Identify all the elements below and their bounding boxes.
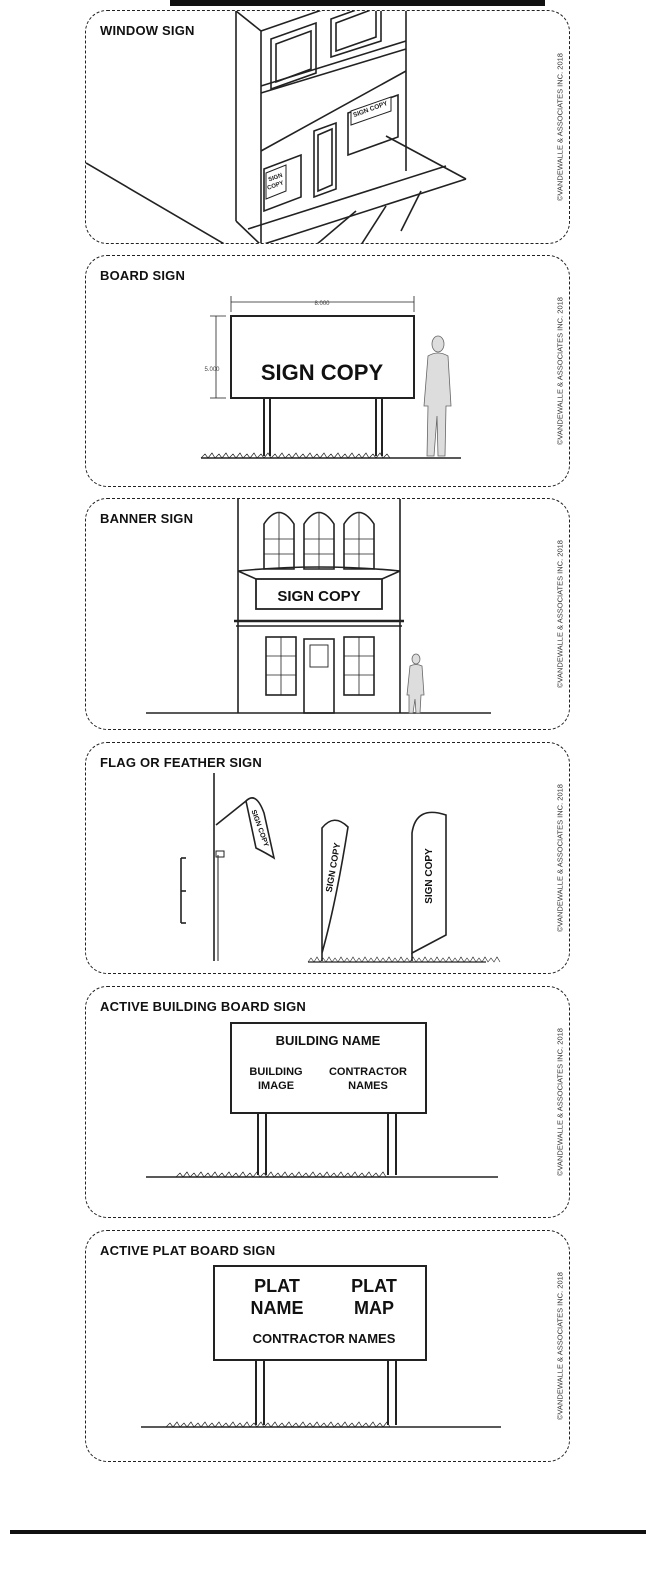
banner-sign-panel: SIGN COPY BANNER SIGN ©VANDEWALLE & ASSO…: [85, 498, 570, 730]
person-figure: [423, 335, 452, 457]
flag-feather-sign-panel: SIGN COPY SIGN COPY SIGN COPY FLAG OR FE…: [85, 742, 570, 974]
active-plat-board-illustration: PLAT NAME PLAT MAP CONTRACTOR NAMES: [141, 1265, 501, 1428]
window-sign-small-copy-line: SIGN: [268, 173, 284, 184]
panel-title-window-sign: WINDOW SIGN: [100, 23, 195, 38]
flag-feather-illustration: SIGN COPY SIGN COPY SIGN COPY: [180, 773, 501, 963]
banner-sign-copy: SIGN COPY: [277, 588, 360, 605]
copyright-text: ©VANDEWALLE & ASSOCIATES INC. 2018: [555, 297, 565, 445]
building-image-label-line2: IMAGE: [258, 1080, 294, 1092]
plat-map-line2: MAP: [354, 1298, 394, 1318]
panel-title-board-sign: BOARD SIGN: [100, 268, 186, 283]
bottom-rule: [10, 1530, 646, 1534]
plat-name-line2: NAME: [251, 1298, 304, 1318]
contractor-names-line2: NAMES: [348, 1080, 388, 1092]
copyright-text: ©VANDEWALLE & ASSOCIATES INC. 2018: [555, 1272, 565, 1420]
building-image-label-line1: BUILDING: [249, 1066, 302, 1078]
copyright-text: ©VANDEWALLE & ASSOCIATES INC. 2018: [555, 784, 565, 932]
top-rule: [170, 0, 545, 6]
board-sign-panel: 8.000 5.000 SIGN COPY BOARD SIGN ©VANDEW…: [85, 255, 570, 487]
banner-sign-illustration: SIGN COPY: [146, 499, 491, 714]
active-plat-board-sign-panel: PLAT NAME PLAT MAP CONTRACTOR NAMES ACTI…: [85, 1230, 570, 1462]
plat-map-line1: PLAT: [351, 1276, 397, 1296]
feather-sign-copy-2: SIGN COPY: [424, 848, 435, 904]
board-sign-copy: SIGN COPY: [261, 360, 384, 385]
panel-title-banner-sign: BANNER SIGN: [100, 511, 194, 526]
active-building-board-illustration: BUILDING NAME BUILDING IMAGE CONTRACTOR …: [146, 1022, 498, 1178]
panel-title-active-plat-board-sign: ACTIVE PLAT BOARD SIGN: [100, 1243, 276, 1258]
board-sign-illustration: 8.000 5.000 SIGN COPY: [200, 296, 461, 459]
contractor-names-line1: CONTRACTOR: [329, 1066, 407, 1078]
copyright-text: ©VANDEWALLE & ASSOCIATES INC. 2018: [555, 540, 565, 688]
board-width-dimension: 8.000: [314, 301, 330, 307]
board-height-dimension: 5.000: [204, 367, 220, 373]
active-building-board-sign-panel: BUILDING NAME BUILDING IMAGE CONTRACTOR …: [85, 986, 570, 1218]
building-name-label: BUILDING NAME: [276, 1033, 381, 1048]
plat-name-line1: PLAT: [254, 1276, 300, 1296]
copyright-text: ©VANDEWALLE & ASSOCIATES INC. 2018: [555, 53, 565, 201]
copyright-text: ©VANDEWALLE & ASSOCIATES INC. 2018: [555, 1028, 565, 1176]
plat-contractor-names: CONTRACTOR NAMES: [253, 1331, 396, 1346]
panel-title-active-building-board-sign: ACTIVE BUILDING BOARD SIGN: [100, 999, 306, 1014]
person-figure: [406, 653, 425, 714]
panel-title-flag-feather-sign: FLAG OR FEATHER SIGN: [100, 755, 262, 770]
window-sign-small-copy-line: COPY: [267, 180, 285, 191]
